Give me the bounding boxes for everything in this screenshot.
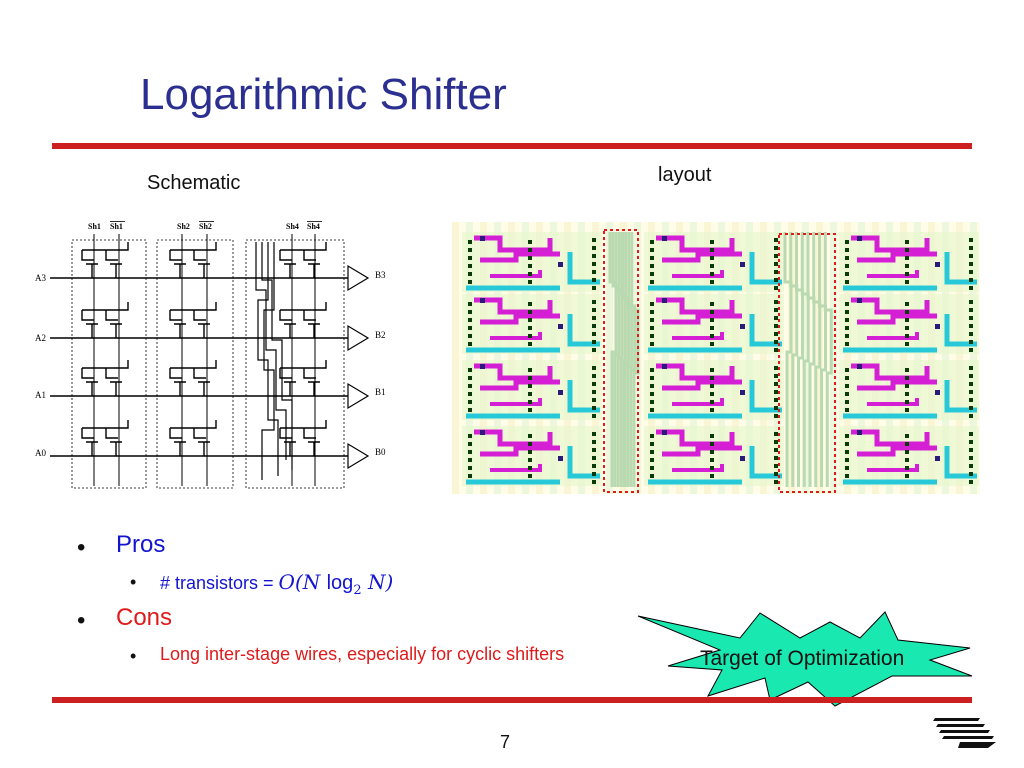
layout-caption: layout <box>658 164 712 186</box>
starburst-shape <box>637 611 973 707</box>
transistor-cell <box>105 368 122 396</box>
slide-title: Logarithmic Shifter <box>140 70 507 119</box>
cell-wire <box>82 420 129 429</box>
transistor-cell <box>193 310 210 338</box>
input-a3: A3 <box>35 273 46 283</box>
output-b1: B1 <box>375 387 386 397</box>
transistor-cell <box>303 310 320 338</box>
input-a1: A1 <box>35 390 46 400</box>
cell-wire <box>170 242 217 251</box>
cell-wire <box>280 302 327 311</box>
pros-item-formula: O(N log2 N) <box>278 570 394 598</box>
cell-wire <box>170 360 217 369</box>
output-b2: B2 <box>375 330 386 340</box>
transistor-cell <box>105 428 122 456</box>
transistor-cell <box>303 428 320 456</box>
transistor-cell <box>279 428 296 456</box>
cell-wire <box>82 360 129 369</box>
bullet-dot: • <box>77 534 86 561</box>
output-b3: B3 <box>375 270 386 280</box>
shifter-schematic: Sh1 Sh1 Sh2 Sh2 Sh4 Sh4 A3 A2 A1 A0 B3 B… <box>35 221 386 489</box>
transistor-cell <box>193 250 210 278</box>
sh1-bar-label: Sh1 <box>110 222 123 231</box>
input-a0: A0 <box>35 448 46 458</box>
schematic-caption: Schematic <box>147 172 241 194</box>
callout-starburst <box>637 611 973 707</box>
cell-wire <box>170 302 217 311</box>
sh2-bar-label: Sh2 <box>199 222 212 231</box>
transistor-cell <box>193 368 210 396</box>
highlight-box-right <box>778 233 836 493</box>
footer-divider <box>52 697 972 703</box>
cell-wire <box>170 420 217 429</box>
output-b0: B0 <box>375 447 386 457</box>
transistor-cell <box>279 250 296 278</box>
cell-wire <box>82 242 129 251</box>
sub-bullet-dot: • <box>130 572 137 592</box>
sh4-bar-label: Sh4 <box>307 222 320 231</box>
transistor-cell <box>169 428 186 456</box>
cell-wire <box>280 242 327 251</box>
input-a2: A2 <box>35 333 46 343</box>
sub-bullet-dot: • <box>130 646 137 666</box>
cons-item: Long inter-stage wires, especially for c… <box>160 644 565 664</box>
transistor-cell <box>81 250 98 278</box>
cell-wire <box>82 302 129 311</box>
page-number: 7 <box>500 732 511 752</box>
transistor-cell <box>81 310 98 338</box>
callout-label: Target of Optimization <box>700 647 905 670</box>
transistor-cell <box>169 310 186 338</box>
transistor-cell <box>303 250 320 278</box>
transistor-cell <box>81 428 98 456</box>
transistor-cell <box>303 368 320 396</box>
transistor-cell <box>105 250 122 278</box>
pros-item-text: # transistors = <box>160 573 279 593</box>
cons-heading: Cons <box>116 604 173 631</box>
sh1-label: Sh1 <box>88 222 101 231</box>
pros-item: # transistors = O(N log2 N) <box>160 570 393 598</box>
pros-heading: Pros <box>116 531 166 558</box>
transistor-cell <box>81 368 98 396</box>
transistor-cell <box>279 368 296 396</box>
transistor-cell <box>169 250 186 278</box>
transistor-cell <box>193 428 210 456</box>
sh2-label: Sh2 <box>177 222 190 231</box>
highlight-box-left <box>603 229 639 493</box>
cell-wire <box>280 360 327 369</box>
bullet-dot: • <box>77 607 86 634</box>
transistor-cell <box>279 310 296 338</box>
logo-icon <box>933 718 996 748</box>
sh4-label: Sh4 <box>286 222 299 231</box>
cell-wire <box>280 420 327 429</box>
transistor-cell <box>169 368 186 396</box>
title-divider <box>52 143 972 149</box>
shifter-layout <box>452 222 980 494</box>
transistor-cell <box>105 310 122 338</box>
